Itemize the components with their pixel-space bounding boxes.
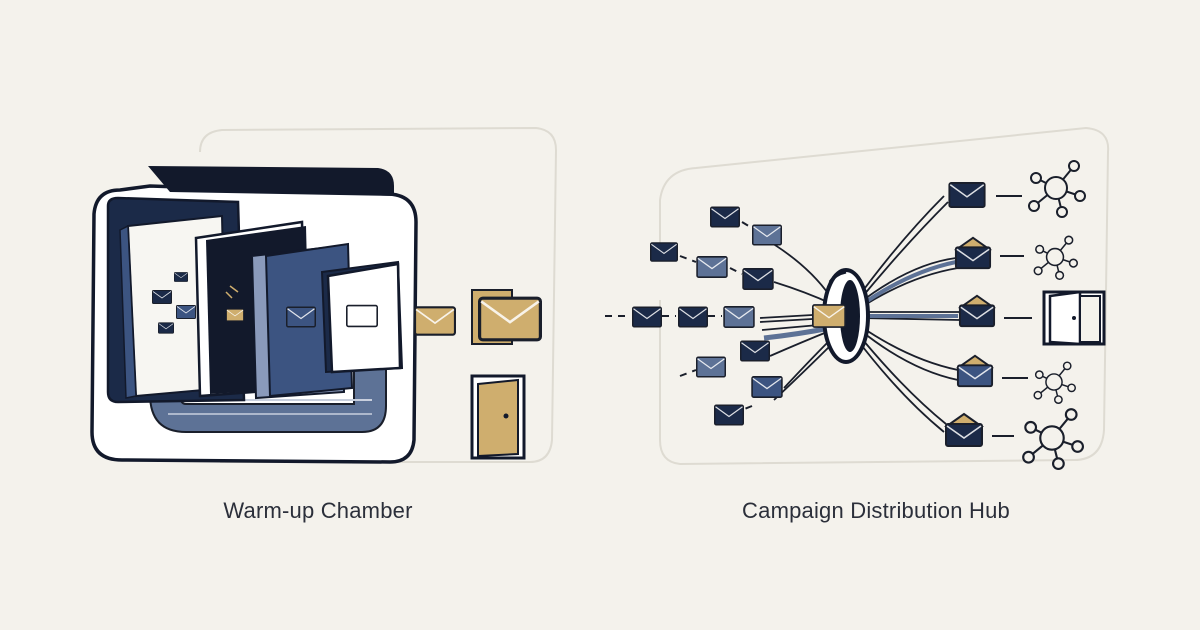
- envelope-icon: [346, 304, 378, 328]
- network-node-icon: [1028, 160, 1086, 218]
- warmup-chamber-caption: Warm-up Chamber: [223, 498, 413, 523]
- open-door-icon: [1042, 290, 1106, 346]
- gold-envelope-large: [471, 289, 542, 345]
- envelope-icon: [948, 182, 986, 208]
- gold-envelope-icon: [414, 306, 456, 336]
- small-envelope-icon: [174, 272, 188, 282]
- exit-door-icon: [470, 374, 526, 460]
- small-envelope-icon: [176, 304, 196, 320]
- envelope-icon: [723, 306, 755, 328]
- envelope-icon: [742, 268, 774, 290]
- envelope-icon: [696, 356, 726, 378]
- hub-backdrop-outline: [659, 126, 1110, 466]
- envelope-icon: [751, 376, 783, 398]
- envelope-icon: [678, 306, 708, 328]
- envelope-icon: [710, 206, 740, 228]
- open-envelope-icon: [956, 354, 994, 388]
- small-envelope-icon: [152, 290, 172, 304]
- envelope-icon: [740, 340, 770, 362]
- distribution-hub: [605, 126, 1110, 470]
- warmup-chamber: [90, 126, 558, 464]
- envelope-icon: [650, 242, 678, 262]
- network-node-icon: [1033, 361, 1076, 404]
- envelope-icon: [714, 404, 744, 426]
- small-envelope-icon: [158, 322, 174, 334]
- open-envelope-icon: [954, 236, 992, 270]
- network-node-icon: [1033, 235, 1078, 280]
- envelope-icon: [286, 306, 316, 328]
- warmup-backdrop-outline: [199, 126, 558, 463]
- distribution-hub-caption: Campaign Distribution Hub: [742, 498, 1010, 523]
- envelope-icon: [752, 224, 782, 246]
- envelope-icon: [632, 306, 662, 328]
- chamber-rear-dark: [148, 166, 394, 196]
- envelope-icon: [696, 256, 728, 278]
- open-envelope-icon: [944, 412, 984, 448]
- gold-envelope-icon: [812, 304, 846, 328]
- gold-envelope-icon: [478, 296, 542, 342]
- open-envelope-icon: [958, 294, 996, 328]
- gold-envelope-icon: [226, 308, 244, 322]
